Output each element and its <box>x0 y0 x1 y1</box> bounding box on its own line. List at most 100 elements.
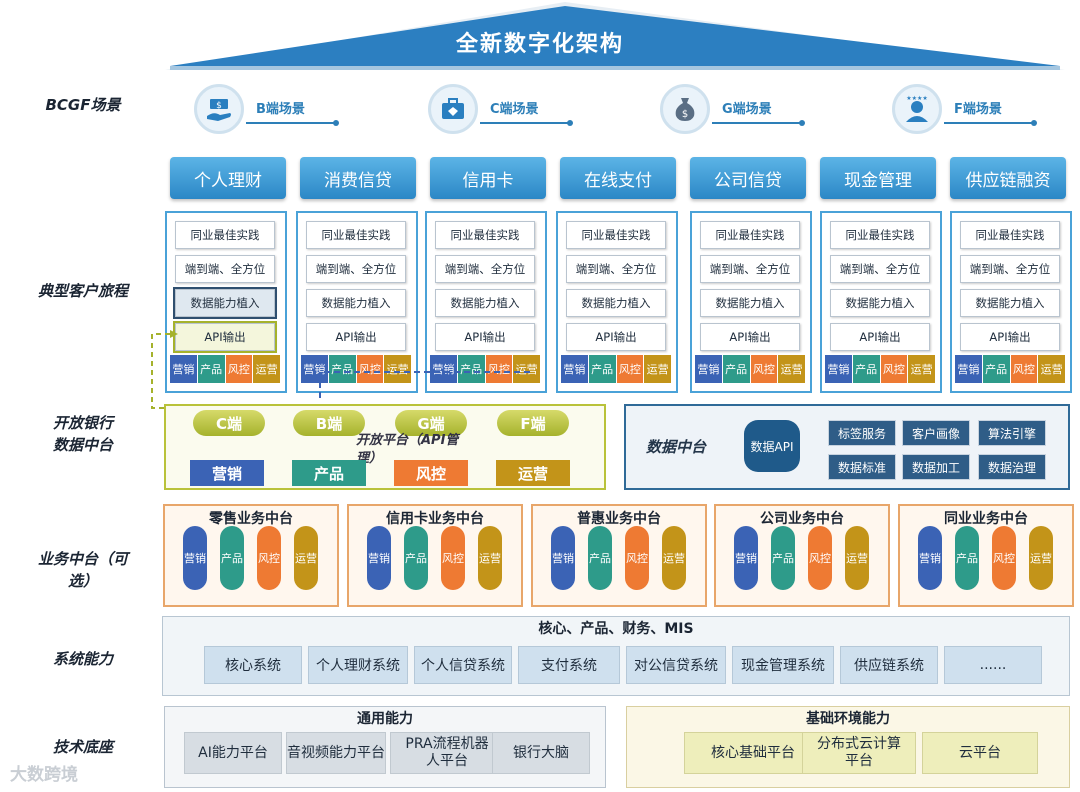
system-core[interactable]: 核心系统 <box>204 646 302 684</box>
data-item-algorithm-engine[interactable]: 算法引擎 <box>978 420 1046 446</box>
row-label-journey: 典型客户旅程 <box>37 282 128 300</box>
watermark: 大数跨境 <box>10 765 78 785</box>
journey-item: 数据能力植入 <box>566 289 666 317</box>
open-cap-operation[interactable]: 运营 <box>496 460 570 486</box>
system-personal-wealth[interactable]: 个人理财系统 <box>308 646 408 684</box>
capability-tag: 营销 <box>170 355 197 383</box>
money-bag-icon: $ <box>660 84 710 134</box>
system-more[interactable]: ...... <box>944 646 1042 684</box>
journey-item: 同业最佳实践 <box>175 221 275 249</box>
capability-tag: 产品 <box>588 355 616 383</box>
env-distributed-cloud[interactable]: 分布式云计算平台 <box>802 732 916 774</box>
product-cash-management[interactable]: 现金管理 <box>820 157 936 199</box>
capability-tag: 运营 <box>1038 355 1065 383</box>
row-label-bcgf: BCGF场景 <box>45 96 121 114</box>
capability-tag: 风控 <box>1010 355 1038 383</box>
capability-tag: 风控 <box>356 355 384 383</box>
system-payment[interactable]: 支付系统 <box>518 646 620 684</box>
journey-item: 端到端、全方位 <box>306 255 406 283</box>
product-credit-card[interactable]: 信用卡 <box>430 157 546 199</box>
channel-f[interactable]: F端 <box>497 410 569 436</box>
row-label-biz-platform: 业务中台（可选） <box>37 550 128 590</box>
tech-rpa-platform[interactable]: PRA流程机器人平台 <box>390 732 504 774</box>
channel-c[interactable]: C端 <box>193 410 265 436</box>
biz-capability-capsule[interactable]: 运营 <box>294 526 318 590</box>
biz-capability-capsule[interactable]: 营销 <box>551 526 575 590</box>
product-personal-wealth[interactable]: 个人理财 <box>170 157 286 199</box>
biz-capability-capsule[interactable]: 营销 <box>183 526 207 590</box>
open-cap-risk[interactable]: 风控 <box>394 460 468 486</box>
data-item-data-governance[interactable]: 数据治理 <box>978 454 1046 480</box>
data-item-data-processing[interactable]: 数据加工 <box>902 454 970 480</box>
env-core-base[interactable]: 核心基础平台 <box>684 732 822 774</box>
biz-capability-capsule[interactable]: 产品 <box>404 526 428 590</box>
capability-tag: 运营 <box>513 355 540 383</box>
product-supply-chain-finance[interactable]: 供应链融资 <box>950 157 1066 199</box>
product-corporate-credit[interactable]: 公司信贷 <box>690 157 806 199</box>
env-cloud-platform[interactable]: 云平台 <box>922 732 1038 774</box>
biz-capability-capsule[interactable]: 产品 <box>771 526 795 590</box>
capability-tag: 营销 <box>955 355 982 383</box>
journey-item: 端到端、全方位 <box>960 255 1060 283</box>
system-corporate-credit[interactable]: 对公信贷系统 <box>626 646 726 684</box>
biz-capability-capsule[interactable]: 产品 <box>588 526 612 590</box>
channel-g[interactable]: G端 <box>395 410 467 436</box>
system-personal-credit[interactable]: 个人信贷系统 <box>414 646 512 684</box>
row-label-open-banking: 开放银行数据中台 <box>52 414 113 454</box>
data-api-node[interactable]: 数据API <box>744 420 800 472</box>
biz-capability-capsule[interactable]: 营销 <box>367 526 391 590</box>
journey-item: 同业最佳实践 <box>700 221 800 249</box>
biz-capability-capsule[interactable]: 风控 <box>992 526 1016 590</box>
journey-item: 同业最佳实践 <box>960 221 1060 249</box>
capability-tag: 产品 <box>852 355 880 383</box>
journey-item: 端到端、全方位 <box>700 255 800 283</box>
biz-capability-capsule[interactable]: 产品 <box>955 526 979 590</box>
tech-bank-brain[interactable]: 银行大脑 <box>492 732 590 774</box>
page-title: 全新数字化架构 <box>455 32 624 57</box>
capability-tag: 风控 <box>750 355 778 383</box>
biz-capability-capsule[interactable]: 运营 <box>662 526 686 590</box>
capability-tags: 营销产品风控运营 <box>825 355 935 383</box>
biz-platform-title: 公司业务中台 <box>760 511 844 527</box>
system-cash-management[interactable]: 现金管理系统 <box>732 646 834 684</box>
biz-capability-capsule[interactable]: 风控 <box>257 526 281 590</box>
open-cap-marketing[interactable]: 营销 <box>190 460 264 486</box>
capability-tag: 营销 <box>825 355 852 383</box>
data-item-customer-profile[interactable]: 客户画像 <box>902 420 970 446</box>
tech-ai-platform[interactable]: AI能力平台 <box>184 732 282 774</box>
system-supply-chain[interactable]: 供应链系统 <box>840 646 938 684</box>
infrastructure-title: 基础环境能力 <box>806 711 890 727</box>
journey-item: 同业最佳实践 <box>435 221 535 249</box>
journey-item: API输出 <box>306 323 406 351</box>
money-hand-icon: $ <box>194 84 244 134</box>
tech-av-platform[interactable]: 音视频能力平台 <box>286 732 386 774</box>
capability-tag: 风控 <box>616 355 644 383</box>
capability-tag: 营销 <box>301 355 328 383</box>
biz-capability-capsule[interactable]: 风控 <box>441 526 465 590</box>
biz-capability-capsule[interactable]: 风控 <box>625 526 649 590</box>
product-consumer-credit[interactable]: 消费信贷 <box>300 157 416 199</box>
open-cap-product[interactable]: 产品 <box>292 460 366 486</box>
capability-tag: 运营 <box>384 355 411 383</box>
scenario-f: ★★★★ F端场景 <box>892 82 1080 134</box>
data-item-data-standard[interactable]: 数据标准 <box>828 454 896 480</box>
biz-capability-capsule[interactable]: 运营 <box>1029 526 1053 590</box>
journey-item: 端到端、全方位 <box>435 255 535 283</box>
biz-capability-capsule[interactable]: 营销 <box>734 526 758 590</box>
capability-tag: 运营 <box>253 355 280 383</box>
journey-item: 端到端、全方位 <box>566 255 666 283</box>
biz-platform-title: 信用卡业务中台 <box>386 511 484 527</box>
biz-capability-capsule[interactable]: 运营 <box>478 526 502 590</box>
biz-capability-capsule[interactable]: 运营 <box>845 526 869 590</box>
biz-capability-capsule[interactable]: 产品 <box>220 526 244 590</box>
capability-tag: 产品 <box>982 355 1010 383</box>
biz-capability-capsule[interactable]: 营销 <box>918 526 942 590</box>
product-online-payment[interactable]: 在线支付 <box>560 157 676 199</box>
journey-item: 端到端、全方位 <box>830 255 930 283</box>
svg-text:$: $ <box>216 101 222 111</box>
biz-capability-capsule[interactable]: 风控 <box>808 526 832 590</box>
data-item-tag-service[interactable]: 标签服务 <box>828 420 896 446</box>
channel-b[interactable]: B端 <box>293 410 365 436</box>
